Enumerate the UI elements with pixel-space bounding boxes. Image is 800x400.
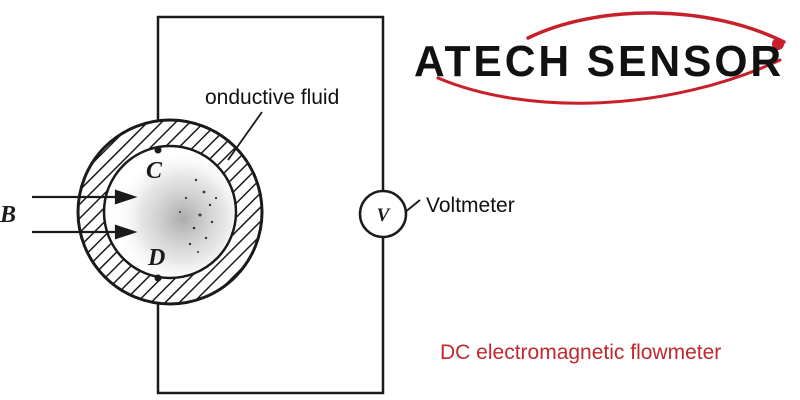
electrode-c-label: C xyxy=(146,158,163,184)
diagram-caption: DC electromagnetic flowmeter xyxy=(440,341,722,364)
magnetic-field-arrows xyxy=(32,189,138,240)
circuit-wires xyxy=(156,15,385,395)
electrode-c xyxy=(154,146,162,154)
logo-swoosh-top xyxy=(526,11,786,44)
fluid-shading xyxy=(106,148,234,276)
logo-dot xyxy=(772,38,784,50)
fluid-label: onductive fluid xyxy=(205,86,340,109)
electrode-d-label: D xyxy=(147,245,165,271)
electrode-d xyxy=(154,274,162,282)
magnetic-field-label: B xyxy=(0,202,16,228)
logo-swoosh-bottom xyxy=(436,58,782,105)
atech-sensor-logo: ATECH SENSOR xyxy=(414,11,786,105)
fluid-leader xyxy=(227,111,263,161)
voltmeter-symbol: V xyxy=(377,205,391,226)
voltmeter-label: Voltmeter xyxy=(426,194,515,217)
logo-text: ATECH SENSOR xyxy=(414,37,784,86)
fluid-speckle xyxy=(179,178,218,253)
voltmeter-icon xyxy=(358,189,408,239)
wire-bottom xyxy=(156,238,385,395)
wire-top xyxy=(156,15,385,190)
